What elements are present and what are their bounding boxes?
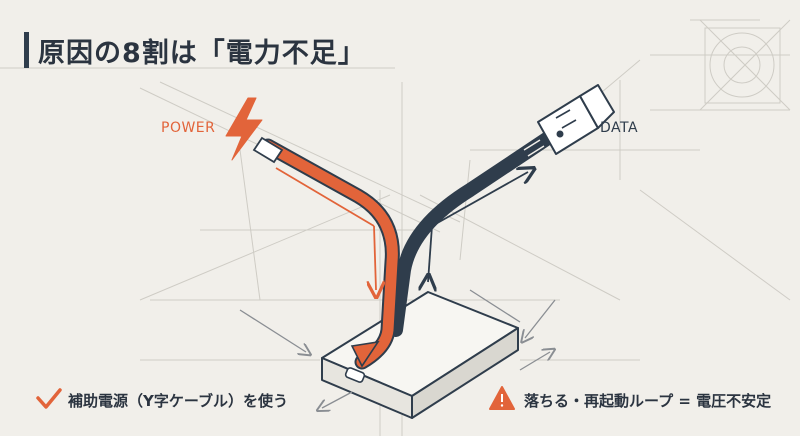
usb-port <box>344 367 366 383</box>
external-drive <box>321 291 519 419</box>
page-title: 原因の8割は「電力不足」 <box>38 38 366 69</box>
checkmark-icon <box>36 388 62 409</box>
usb-plug-icon <box>537 84 615 155</box>
lightning-icon <box>225 97 263 161</box>
warning-text: 落ちる・再起動ループ = 電圧不安定 <box>524 391 772 410</box>
data-cable <box>389 131 555 337</box>
construction-lines <box>0 19 791 436</box>
warning-icon <box>489 386 515 410</box>
warning-icon-slot <box>490 388 514 412</box>
power-flow-arrow <box>275 167 375 227</box>
solution-text: 補助電源（Y字ケーブル）を使う <box>68 391 288 410</box>
power-cable <box>252 136 400 370</box>
solution-callout: 補助電源（Y字ケーブル）を使う <box>34 388 288 412</box>
power-plug-tip <box>350 340 380 368</box>
warning-callout: 落ちる・再起動ループ = 電圧不安定 <box>490 388 771 412</box>
power-label: POWER <box>161 120 216 136</box>
solution-icon-slot <box>34 388 58 412</box>
data-label: DATA <box>600 120 639 136</box>
data-flow-arrow <box>428 225 432 282</box>
dimension-arrows <box>239 289 555 408</box>
title-accent-bar <box>24 32 29 68</box>
